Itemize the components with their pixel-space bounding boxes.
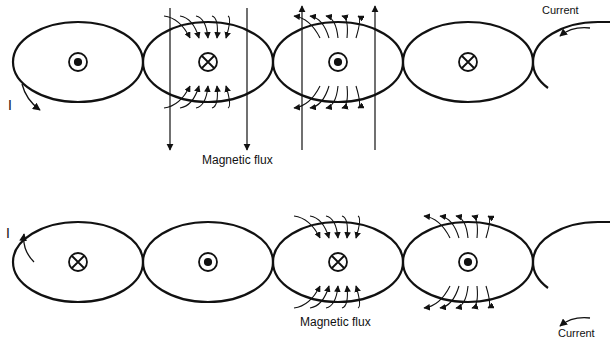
flux-arc: [356, 216, 360, 238]
flux-arc: [294, 16, 320, 38]
flux-arc: [326, 216, 338, 238]
flux-arc: [180, 86, 199, 108]
flux-arc: [164, 16, 190, 38]
flux-arc: [440, 216, 459, 238]
flux-arc: [326, 286, 338, 308]
flux-arc: [326, 16, 338, 38]
flux-arc: [294, 286, 320, 308]
flux-arc: [212, 86, 217, 108]
symbol-ring: [69, 253, 87, 271]
symbol-ring: [199, 253, 217, 271]
annotation-label: I: [6, 98, 14, 113]
symbol-ring: [459, 253, 477, 271]
flux-arc: [472, 286, 477, 308]
flux-arc: [180, 16, 199, 38]
flux-arc: [310, 16, 329, 38]
flux-arc: [356, 286, 360, 308]
flux-arc: [424, 216, 450, 238]
flux-arc: [342, 216, 347, 238]
flux-arc: [342, 86, 347, 108]
annotation-label: Magnetic flux: [298, 316, 373, 329]
symbol-ring: [329, 53, 347, 71]
flux-arc: [356, 16, 360, 38]
flux-arc: [196, 16, 208, 38]
flux-arc: [486, 286, 490, 308]
current-symbols: [69, 53, 477, 271]
dot-symbol: [335, 59, 341, 65]
flux-arc: [326, 86, 338, 108]
flux-arc: [456, 286, 468, 308]
flux-arc: [440, 286, 459, 308]
symbol-ring: [329, 253, 347, 271]
flux-arc: [294, 86, 320, 108]
symbol-ring: [199, 53, 217, 71]
cross-symbol: [72, 256, 84, 268]
flux-arc: [226, 86, 230, 108]
flux-arc: [310, 216, 329, 238]
flux-arc: [356, 86, 360, 108]
flux-arc: [486, 216, 490, 238]
flux-arc: [472, 216, 477, 238]
flux-arc: [294, 216, 320, 238]
flux-lines: [170, 6, 375, 150]
flux-arc: [310, 86, 329, 108]
annotation-label: Magnetic flux: [200, 154, 275, 167]
flux-arc: [226, 16, 230, 38]
flux-arc: [342, 16, 347, 38]
cross-symbol: [202, 56, 214, 68]
dot-symbol: [75, 59, 81, 65]
dot-symbol: [205, 259, 211, 265]
flux-arc: [196, 86, 208, 108]
flux-arc: [164, 86, 190, 108]
annotation-label: I: [4, 226, 12, 241]
flux-arc: [310, 286, 329, 308]
flux-arcs: [164, 16, 490, 308]
dot-symbol: [465, 259, 471, 265]
flux-arc: [342, 286, 347, 308]
flux-arc: [212, 16, 217, 38]
cross-symbol: [462, 56, 474, 68]
current-arrows: [22, 28, 590, 326]
coil-loops: [13, 22, 610, 302]
symbol-ring: [69, 53, 87, 71]
cross-symbol: [332, 256, 344, 268]
flux-arc: [456, 216, 468, 238]
flux-arc: [424, 286, 450, 308]
annotation-label: Current: [540, 4, 581, 16]
symbol-ring: [459, 53, 477, 71]
annotation-label: Current: [556, 327, 597, 339]
